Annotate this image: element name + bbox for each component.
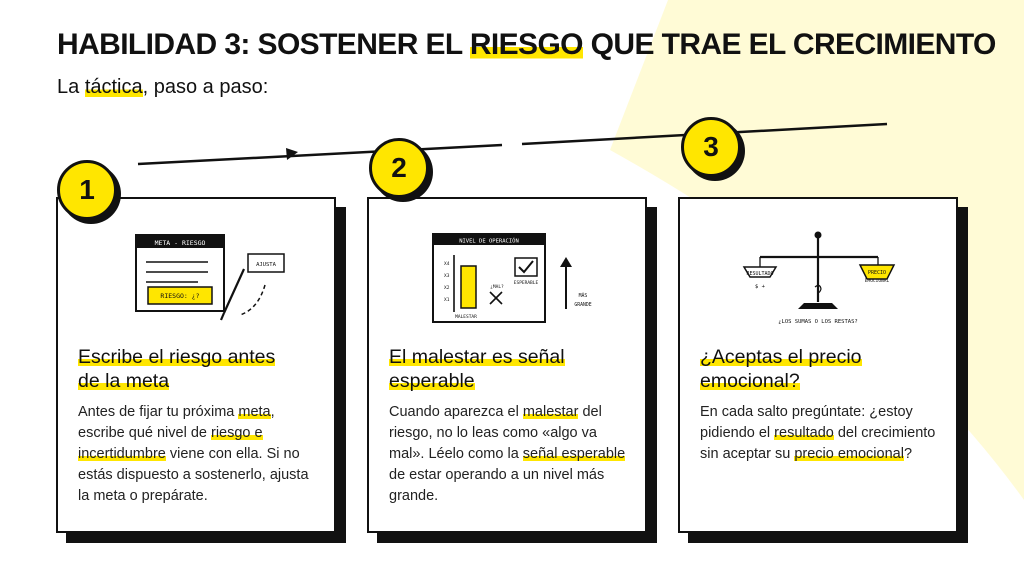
svg-text:X4: X4: [444, 261, 450, 267]
svg-text:X1: X1: [444, 297, 450, 303]
svg-text:NIVEL DE OPERACIÓN: NIVEL DE OPERACIÓN: [459, 238, 519, 245]
check-icon: [518, 260, 534, 274]
svg-text:¿LOS SUMAS O LOS RESTAS?: ¿LOS SUMAS O LOS RESTAS?: [778, 319, 857, 325]
step-card-2: NIVEL DE OPERACIÓN X4 X3 X2 X1 MALESTAR …: [367, 197, 647, 533]
body-text: ?: [903, 446, 913, 462]
step-badge-1: 1: [57, 160, 117, 220]
card-body: Antes de fijar tu próxima meta, escribe …: [78, 402, 323, 507]
body-text: , escribe qué nivel de: [78, 404, 275, 441]
body-text: Cuando aparezca el: [389, 404, 523, 420]
pencil-icon: [219, 268, 246, 321]
arrow-up-icon: [560, 257, 572, 309]
card-body: Cuando aparezca el malestar del riesgo, …: [389, 402, 634, 507]
svg-text:PRECIO: PRECIO: [868, 270, 886, 276]
cross-icon: [489, 291, 503, 305]
highlighted-text: meta: [238, 404, 271, 420]
highlighted-text: malestar: [522, 404, 579, 420]
svg-text:AJUSTA: AJUSTA: [256, 262, 277, 268]
highlighted-text: precio emocional: [794, 446, 904, 462]
operation-level-illustration: NIVEL DE OPERACIÓN X4 X3 X2 X1 MALESTAR …: [432, 233, 592, 323]
svg-text:RIESGO: ¿?: RIESGO: ¿?: [160, 292, 199, 300]
step-badge-2: 2: [369, 138, 429, 198]
body-text: Antes de fijar tu próxima: [78, 404, 239, 420]
svg-text:$ +: $ +: [755, 284, 766, 290]
step-badge-3: 3: [681, 117, 741, 177]
arrow-right-icon: [286, 148, 298, 160]
svg-text:MÁS: MÁS: [579, 292, 588, 299]
svg-text:X3: X3: [444, 273, 450, 279]
page-subtitle: La táctica, paso a paso:: [57, 76, 269, 98]
body-text: del crecimiento sin aceptar su: [700, 425, 936, 462]
step-card-1: META - RIESGO RIESGO: ¿? AJUSTA Escribe …: [56, 197, 336, 533]
body-text: del riesgo, no lo leas como «algo va mal…: [389, 404, 602, 462]
highlighted-text: resultado: [774, 425, 834, 441]
svg-text:ESPERABLE: ESPERABLE: [514, 280, 539, 286]
body-text: En cada salto pregúntate: ¿estoy pidiend…: [700, 404, 913, 441]
svg-text:RESULTADO: RESULTADO: [746, 271, 773, 277]
balance-scale-icon: [742, 231, 896, 309]
page-title: HABILIDAD 3: SOSTENER EL RIESGO QUE TRAE…: [57, 28, 996, 61]
step-card-3: RESULTADO $ + PRECIO EMOCIONAL ¿LOS SUMA…: [678, 197, 958, 533]
body-text: de estar operando a un nivel más grande.: [389, 467, 605, 504]
card-body: En cada salto pregúntate: ¿estoy pidiend…: [700, 402, 945, 465]
goal-risk-illustration: META - RIESGO RIESGO: ¿? AJUSTA: [135, 234, 285, 321]
svg-text:MALESTAR: MALESTAR: [455, 314, 477, 320]
balance-scale-illustration: RESULTADO $ + PRECIO EMOCIONAL ¿LOS SUMA…: [742, 231, 896, 325]
svg-text:META - RIESGO: META - RIESGO: [155, 239, 206, 247]
svg-text:X2: X2: [444, 285, 450, 291]
highlighted-text: señal esperable: [522, 446, 626, 462]
svg-text:EMOCIONAL: EMOCIONAL: [865, 278, 890, 284]
svg-text:GRANDE: GRANDE: [574, 302, 591, 308]
svg-text:¿MAL?: ¿MAL?: [490, 284, 504, 290]
body-text: viene con ella. Si no estás dispuesto a …: [78, 446, 309, 504]
